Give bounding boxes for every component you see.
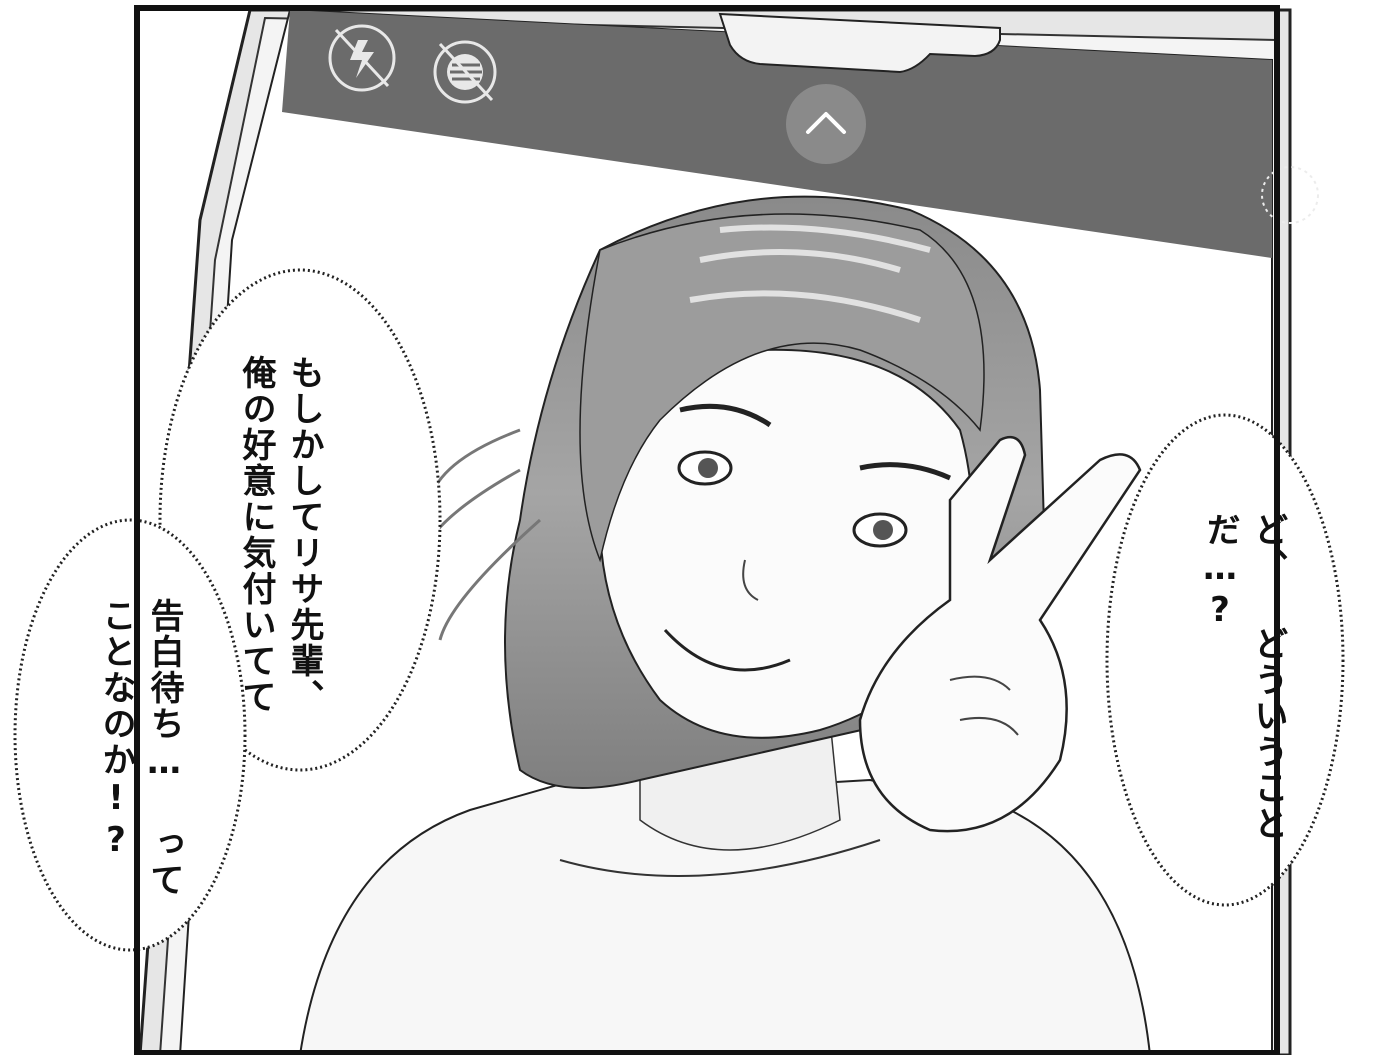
- speech-text-right: ど、 どういうことだ…?: [1196, 512, 1292, 842]
- speech-line: ってことなのか!?: [96, 598, 184, 898]
- speech-text-left: もしかしてリサ先輩、 俺の好意に気付いてて: [232, 355, 328, 755]
- phone-notch: [718, 12, 1001, 74]
- speech-line: どういうことだ…?: [1200, 512, 1288, 842]
- chevron-up-icon[interactable]: [786, 84, 866, 164]
- speech-text-left2: 告白待ち… ってことなのか!?: [92, 598, 188, 898]
- thought-bubble-left: [158, 268, 442, 772]
- thought-bubble-left2: [13, 518, 247, 952]
- speech-line: ど、: [1248, 512, 1288, 584]
- hdr-off-icon[interactable]: [433, 40, 497, 104]
- camera-top-bar: [282, 10, 1272, 258]
- speech-line: 俺の好意に気付いてて: [236, 355, 276, 715]
- woman-illustration: [298, 195, 1152, 1055]
- speech-line: 告白待ち…: [144, 598, 184, 784]
- flash-off-icon[interactable]: [328, 24, 396, 92]
- speech-line: もしかしてリサ先輩、: [284, 355, 324, 715]
- panel-border: [134, 5, 1280, 1055]
- shutter-ring-icon[interactable]: [1261, 166, 1319, 224]
